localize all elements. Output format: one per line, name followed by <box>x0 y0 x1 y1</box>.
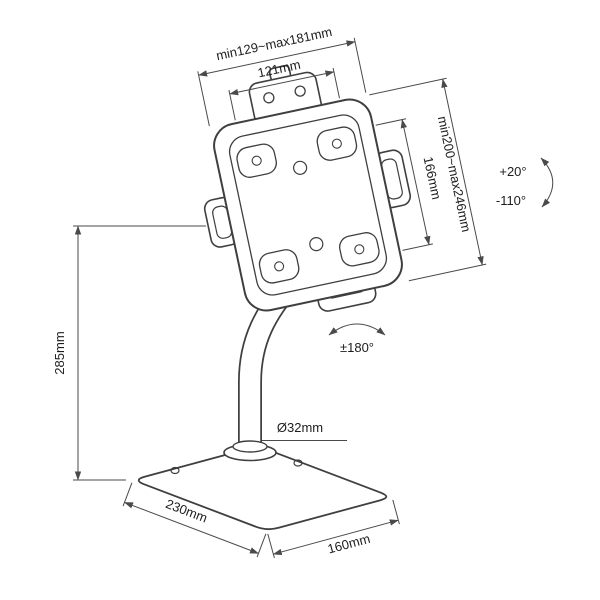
tilt-down-label: -110° <box>496 193 526 208</box>
tablet-holder <box>203 64 412 312</box>
base-width-label: 160mm <box>326 531 372 557</box>
center-hole-lower <box>309 237 324 252</box>
pole-diameter-label: Ø32mm <box>277 420 323 435</box>
swivel-annotation: ±180° <box>328 323 386 355</box>
extension-line <box>332 67 340 99</box>
dimension-line <box>400 119 431 246</box>
corner-pad-top-right <box>316 126 358 161</box>
base-screw-hole-right <box>293 459 303 467</box>
dimension-line <box>198 40 356 77</box>
dimension-line <box>124 501 259 554</box>
extension-line <box>375 118 407 126</box>
dim-pole-diameter: Ø32mm <box>262 420 347 441</box>
tilt-angle-annotation: +20° -110° <box>496 157 554 208</box>
dimension-line <box>441 78 484 266</box>
swivel-label: ±180° <box>340 340 374 355</box>
holder-plate <box>213 98 403 312</box>
extension-line <box>369 77 447 96</box>
tilt-arc-arrow <box>540 157 554 208</box>
extension-line <box>402 243 434 251</box>
extension-line <box>353 37 367 93</box>
pad-hole-bottom-right <box>354 244 365 255</box>
tilt-up-label: +20° <box>499 164 526 179</box>
extension-line <box>197 71 210 127</box>
dim-holder-width-range-label: min129~max181mm <box>215 24 334 63</box>
pad-hole-bottom-left <box>274 261 285 272</box>
pole-flange-upper <box>232 440 268 453</box>
swivel-arc-arrow <box>328 323 386 336</box>
dim-stand-height: 285mm <box>52 225 206 481</box>
stand-height-label: 285mm <box>52 331 67 374</box>
corner-pad-top-left <box>236 143 277 178</box>
corner-pad-bottom-left <box>258 249 300 284</box>
extension-line <box>122 482 133 507</box>
corner-pad-bottom-right <box>339 232 380 267</box>
pad-hole-top-right <box>331 138 342 149</box>
extension-line <box>228 89 236 121</box>
holder-plate-inner <box>228 114 388 296</box>
dimension-line <box>272 519 399 556</box>
extension-line <box>408 263 487 282</box>
pad-hole-top-left <box>251 155 262 166</box>
dim-holder-height-label: 166mm <box>421 155 445 201</box>
center-hole-upper <box>292 160 308 175</box>
base-screw-hole-left <box>170 466 180 475</box>
